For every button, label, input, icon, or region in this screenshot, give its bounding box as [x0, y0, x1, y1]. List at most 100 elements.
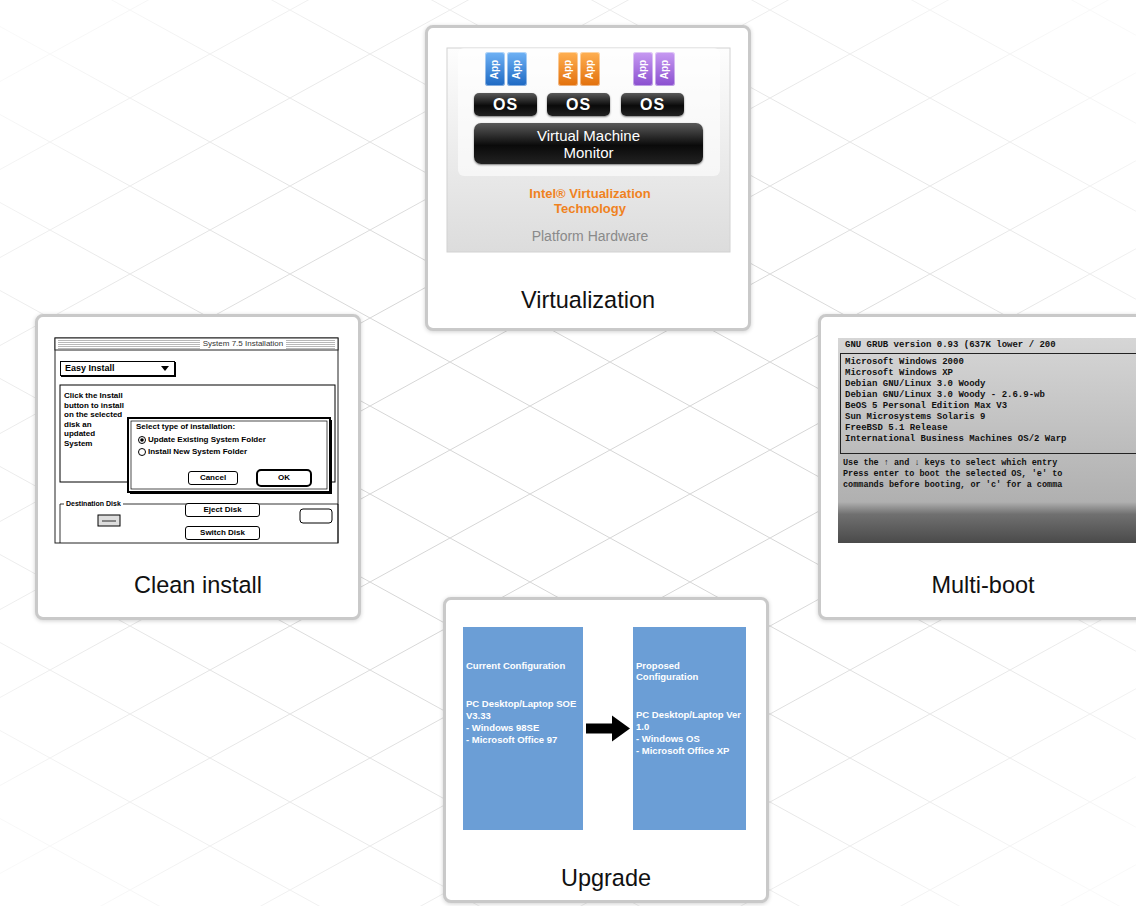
screenshot-frame	[55, 338, 338, 543]
os-box: OS	[474, 93, 537, 116]
app-label: App	[562, 59, 573, 78]
app-label: App	[659, 59, 670, 78]
card-title: Clean install	[38, 570, 358, 600]
os-box: OS	[621, 93, 684, 116]
dialog-button: Cancel	[188, 471, 238, 485]
label-holder: GNU GRUB version 0.93 (637K lower / 200	[845, 340, 1056, 351]
boot-entry: FreeBSD 5.1 Release	[845, 423, 1135, 434]
technology-label: Intel® Virtualization Technology	[510, 186, 670, 216]
configuration-text: - Microsoft Office 97	[466, 734, 579, 746]
button-label: Switch Disk	[200, 528, 245, 538]
scenario-card: Clean install Easy InstallSelect type of …	[35, 314, 361, 620]
button-label: Cancel	[200, 473, 226, 483]
dropdown-label: Easy Install	[65, 363, 174, 374]
title-holder: Upgrade	[446, 863, 766, 893]
boot-entry: Microsoft Windows 2000	[845, 357, 1135, 368]
instruction-text: Click the Install button to install on t…	[64, 391, 124, 448]
hardware-label: Platform Hardware	[490, 228, 690, 244]
scenario-card: Multi-boot Microsoft Windows 2000Microsof…	[818, 314, 1136, 620]
dialog-text: Install New System Folder	[148, 447, 330, 457]
monitor-label: Virtual Machine Monitor	[519, 127, 659, 161]
label-holder: Intel® Virtualization Technology	[510, 186, 670, 216]
configuration-text: - Microsoft Office XP	[636, 745, 742, 757]
os-box: OS	[547, 93, 610, 116]
app-label: App	[511, 59, 522, 78]
boot-entry: Microsoft Windows XP	[845, 368, 1135, 379]
monitor-box: Virtual Machine Monitor	[474, 123, 703, 164]
boot-entry: BeOS 5 Personal Edition Max V3	[845, 401, 1135, 412]
dialog-button: OK	[256, 469, 312, 487]
os-label: OS	[566, 96, 591, 114]
configuration-text: PC Desktop/Laptop SOE V3.33	[466, 698, 579, 722]
app-label: App	[637, 59, 648, 78]
disk-button: Switch Disk	[185, 526, 260, 540]
app-tile: App	[633, 52, 653, 86]
dialog-frame	[128, 418, 330, 492]
dropdown-arrow	[161, 366, 169, 371]
card-title: Multi-boot	[821, 570, 1136, 600]
dropdown-menu: Easy Install	[60, 361, 175, 376]
label-holder: Use the ↑ and ↓ keys to select which ent…	[843, 458, 1057, 469]
boot-entry: Debian GNU/Linux 3.0 Woody	[845, 379, 1135, 390]
install-dialog: Select type of installation: Update Exist…	[128, 418, 330, 492]
boot-entry: International Business Machines OS/2 War…	[845, 434, 1135, 445]
app-label: App	[489, 59, 500, 78]
window-title: System 7.5 Installation	[200, 339, 286, 349]
label-holder: System 7.5 Installation	[163, 339, 323, 349]
app-tile: App	[507, 52, 527, 86]
blank-button	[300, 509, 332, 523]
os-label: OS	[493, 96, 518, 114]
screen-photo	[838, 338, 1136, 543]
boot-instruction: commands before booting, or 'c' for a co…	[843, 480, 1062, 491]
label-holder: commands before booting, or 'c' for a co…	[843, 480, 1062, 491]
card-title: Upgrade	[446, 863, 766, 893]
app-label: App	[584, 59, 595, 78]
title-holder: Clean install	[38, 570, 358, 600]
configuration-text: Proposed Configuration	[636, 660, 742, 682]
boot-header: GNU GRUB version 0.93 (637K lower / 200	[845, 340, 1056, 351]
label-holder: Click the Install button to install on t…	[64, 391, 124, 448]
radio-button	[139, 449, 146, 456]
group-frame	[60, 504, 338, 543]
app-tile: App	[580, 52, 600, 86]
radio-button	[139, 437, 146, 444]
label-holder: Destination Disk	[64, 499, 123, 508]
boot-instruction: Use the ↑ and ↓ keys to select which ent…	[843, 458, 1057, 469]
app-tile: App	[485, 52, 505, 86]
card-title: Virtualization	[428, 285, 748, 315]
app-tile: App	[558, 52, 578, 86]
configuration-text: - Windows OS	[636, 733, 742, 745]
configuration-text: PC Desktop/Laptop Ver 1.0	[636, 709, 742, 733]
configuration-text: - Windows 98SE	[466, 722, 579, 734]
disk-icon-slot	[102, 521, 116, 522]
boot-entry: Sun Microsystems Solaris 9	[845, 412, 1135, 423]
radio-dot	[140, 438, 144, 442]
title-holder: Multi-boot	[821, 570, 1136, 600]
boot-menu: Microsoft Windows 2000Microsoft Windows …	[840, 353, 1136, 454]
block-arrow	[586, 716, 630, 742]
dialog-text: Update Existing System Folder	[148, 435, 330, 445]
disk-button: Eject Disk	[185, 503, 260, 517]
boot-instruction: Press enter to boot the selected OS, 'e'…	[843, 469, 1062, 480]
title-holder: Virtualization	[428, 285, 748, 315]
thumbnail-frame	[447, 48, 730, 252]
boot-entry: Debian GNU/Linux 3.0 Woody - 2.6.9-wb	[845, 390, 1135, 401]
button-label: OK	[278, 473, 290, 483]
stack-panel	[458, 48, 720, 176]
title-bar	[55, 338, 338, 350]
label-holder: Press enter to boot the selected OS, 'e'…	[843, 469, 1062, 480]
group-label: Destination Disk	[66, 499, 121, 508]
scenario-card: VirtualizationAppAppAppAppAppAppOSOSOSVi…	[425, 25, 751, 331]
dialog-text: Select type of installation:	[136, 422, 330, 432]
app-tile: App	[655, 52, 675, 86]
title-stripes	[58, 341, 335, 349]
configuration-text: Current Configuration	[466, 660, 579, 671]
os-label: OS	[640, 96, 665, 114]
label-holder: Platform Hardware	[490, 228, 690, 244]
configuration-box: Proposed Configuration PC Desktop/Laptop …	[633, 627, 746, 830]
scenario-card: Upgrade Current Configuration PC Desktop/L…	[443, 597, 769, 903]
disk-icon	[98, 515, 120, 526]
configuration-box: Current Configuration PC Desktop/Laptop S…	[463, 627, 583, 830]
button-label: Eject Disk	[203, 505, 241, 515]
